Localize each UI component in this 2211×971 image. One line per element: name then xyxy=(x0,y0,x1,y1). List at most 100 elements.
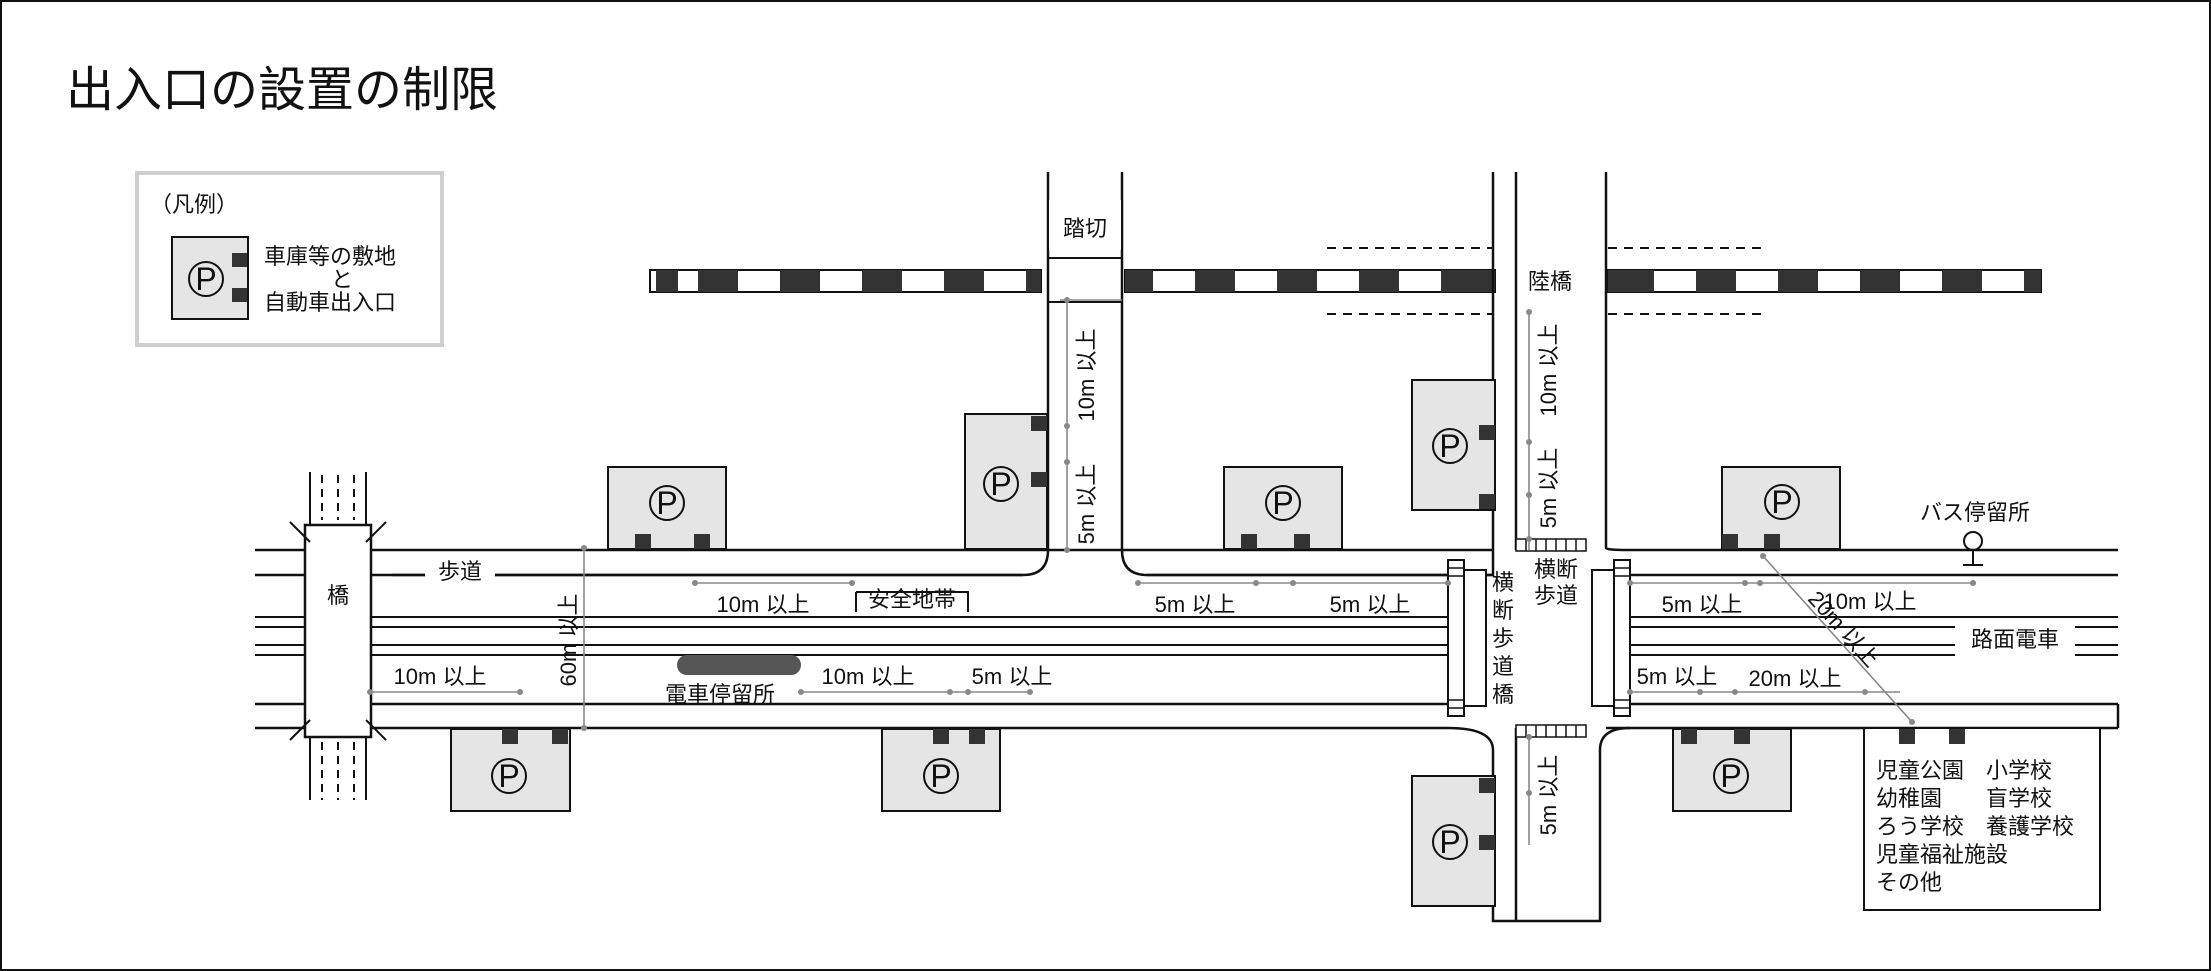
gate-icon xyxy=(1479,494,1495,509)
level-crossing: 踏切 xyxy=(1047,172,1123,303)
gate-icon xyxy=(1681,729,1697,744)
tram-stop: 電車停留所 xyxy=(665,655,801,707)
gate-icon xyxy=(1764,534,1780,549)
dim-right-b-5m: 5m 以上 xyxy=(1637,664,1718,689)
gate-icon xyxy=(1031,416,1047,431)
ped-bridge-char: 横 xyxy=(1492,570,1514,595)
dimension-lines xyxy=(367,297,1976,845)
dim-safety-10m: 10m 以上 xyxy=(717,592,810,617)
gate-icon xyxy=(969,729,985,744)
legend-gate-icon xyxy=(232,288,247,302)
parking-lot: P xyxy=(881,728,1001,812)
legend-parking-box xyxy=(171,236,249,320)
gate-icon xyxy=(1479,425,1495,440)
dim-lower-crosswalk-5m: 5m 以上 xyxy=(1536,755,1561,836)
page-title: 出入口の設置の制限 xyxy=(66,64,498,117)
legend-parking-icon xyxy=(188,261,224,297)
legend-line3: 自動車出入口 xyxy=(264,290,396,315)
ped-bridge-char: 断 xyxy=(1492,598,1514,623)
gate-icon xyxy=(1949,729,1965,744)
gate-icon xyxy=(694,534,710,549)
railway xyxy=(649,247,2042,315)
dim-crossing-5m: 5m 以上 xyxy=(1074,464,1099,545)
parking-lot: P xyxy=(1672,728,1792,812)
svg-text:P: P xyxy=(656,485,677,521)
svg-text:P: P xyxy=(1720,758,1741,794)
gate-icon xyxy=(1241,534,1257,549)
legend-gate-icon xyxy=(232,253,247,267)
dim-bus-10m: 10m 以上 xyxy=(1824,589,1917,614)
dim-corner-left-5m: 5m 以上 xyxy=(1155,592,1236,617)
crosswalk-label-line2: 歩道 xyxy=(1534,583,1578,608)
dim-bridge-10m: 10m 以上 xyxy=(394,664,487,689)
dim-60m: 60m 以上 xyxy=(556,594,581,687)
gate-icon xyxy=(552,729,568,744)
svg-text:P: P xyxy=(498,758,519,794)
overpass-label: 陸橋 xyxy=(1528,269,1572,294)
bridge-label: 橋 xyxy=(327,583,349,608)
dim-crossing-10m: 10m 以上 xyxy=(1074,329,1099,422)
gate-icon xyxy=(635,534,651,549)
safety-zone-label: 安全地帯 xyxy=(868,587,956,612)
facility-line5: その他 xyxy=(1876,870,1942,895)
bus-stop-label: バス停留所 xyxy=(1920,500,2030,525)
parking-lot: P xyxy=(450,728,571,812)
dim-lower-20m: 20m 以上 xyxy=(1749,666,1842,691)
svg-text:P: P xyxy=(1272,485,1293,521)
gate-icon xyxy=(1722,534,1738,549)
facility-box: 児童公園 小学校 幼稚園 盲学校 ろう学校 養護学校 児童福祉施設 その他 xyxy=(1863,727,2101,911)
gate-icon xyxy=(502,729,518,744)
svg-text:P: P xyxy=(990,466,1011,502)
bridge: 橋 xyxy=(289,472,387,800)
crosswalk-label-line1: 横断 xyxy=(1534,557,1578,582)
dim-crosswalk-left-5m: 5m 以上 xyxy=(1330,592,1411,617)
crosswalk-top: 横断 歩道 xyxy=(1515,538,1587,608)
ped-bridge-char: 橋 xyxy=(1492,682,1514,707)
ped-bridge-char: 道 xyxy=(1492,654,1514,679)
parking-icon xyxy=(983,466,1019,502)
dim-overpass-5m: 5m 以上 xyxy=(1536,448,1561,529)
parking-lot: P xyxy=(1721,466,1841,550)
parking-icon xyxy=(1713,758,1749,794)
dim-tram-10m: 10m 以上 xyxy=(822,664,915,689)
parking-icon xyxy=(1432,824,1468,860)
bus-stop: バス停留所 xyxy=(1920,500,2030,566)
safety-zone: 安全地帯 xyxy=(855,587,969,612)
svg-text:P: P xyxy=(1439,428,1460,464)
crosswalk-bottom xyxy=(1515,724,1587,738)
parking-icon xyxy=(1432,428,1468,464)
sidewalk-label: 歩道 xyxy=(438,559,482,584)
legend-line2: と xyxy=(331,267,353,292)
svg-text:P: P xyxy=(1771,484,1792,520)
crossing-label: 踏切 xyxy=(1063,216,1107,241)
parking-lot: P xyxy=(607,466,727,550)
facility-line2: 幼稚園 盲学校 xyxy=(1876,786,2052,811)
legend-heading: （凡例） xyxy=(150,192,238,217)
parking-lot: P xyxy=(1411,775,1496,907)
road-network xyxy=(255,172,2120,923)
pedestrian-bridge: 横 断 歩 道 橋 xyxy=(1447,559,1631,717)
gate-icon xyxy=(1899,729,1915,744)
gate-icon xyxy=(1479,835,1495,850)
ped-bridge-char: 歩 xyxy=(1492,626,1514,651)
legend-p-symbol: P xyxy=(195,261,216,297)
gate-icon xyxy=(1734,729,1750,744)
facility-line4: 児童福祉施設 xyxy=(1876,842,2008,867)
facility-line3: ろう学校 養護学校 xyxy=(1876,814,2074,839)
gate-icon xyxy=(1294,534,1310,549)
dim-right-a-5m: 5m 以上 xyxy=(1662,592,1743,617)
legend: （凡例） P 車庫等の敷地 と 自動車出入口 xyxy=(135,171,444,347)
legend-line1: 車庫等の敷地 xyxy=(264,244,396,269)
streetcar-label: 路面電車 xyxy=(1971,627,2059,652)
dim-overpass-10m: 10m 以上 xyxy=(1536,324,1561,417)
facility-line1: 児童公園 小学校 xyxy=(1876,758,2052,783)
parking-lot: P xyxy=(1411,379,1496,511)
gate-icon xyxy=(1031,472,1047,487)
parking-icon xyxy=(1265,485,1301,521)
svg-text:P: P xyxy=(1439,824,1460,860)
svg-text:P: P xyxy=(930,758,951,794)
dim-tram-5m: 5m 以上 xyxy=(972,664,1053,689)
gate-icon xyxy=(1479,778,1495,793)
